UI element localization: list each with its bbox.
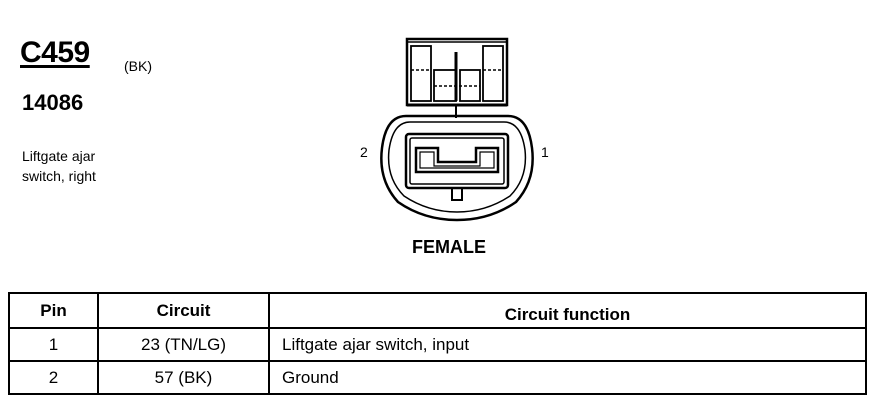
terminal-cavity	[404, 132, 510, 201]
row-circuit: 57 (BK)	[97, 360, 270, 395]
row-pin: 1	[8, 327, 99, 362]
header-function: Circuit function	[268, 292, 867, 329]
connector-color-code: (BK)	[124, 58, 152, 74]
pin-table: Pin Circuit Circuit function 1 23 (TN/LG…	[8, 292, 867, 395]
table-header-row: Pin Circuit Circuit function	[8, 292, 867, 329]
table-row: 2 57 (BK) Ground	[8, 360, 867, 395]
row-circuit: 23 (TN/LG)	[97, 327, 270, 362]
connector-id: C459	[20, 36, 90, 69]
header-pin: Pin	[8, 292, 99, 329]
connector-shell-inner	[387, 121, 527, 213]
connector-diagram	[380, 37, 534, 222]
table-row: 1 23 (TN/LG) Liftgate ajar switch, input	[8, 327, 867, 362]
description-line-2: switch, right	[22, 168, 96, 184]
pin-2-label: 2	[360, 144, 368, 160]
connector-latch-housing	[405, 37, 509, 118]
connector-description: Liftgate ajar switch, right	[22, 146, 162, 186]
row-function: Liftgate ajar switch, input	[268, 327, 867, 362]
description-line-1: Liftgate ajar	[22, 148, 96, 164]
connector-shell-outer	[380, 114, 534, 222]
header-circuit: Circuit	[97, 292, 270, 329]
row-function: Ground	[268, 360, 867, 395]
gender-label: FEMALE	[412, 237, 486, 257]
part-number: 14086	[22, 90, 84, 115]
row-pin: 2	[8, 360, 99, 395]
pin-1-label: 1	[541, 144, 549, 160]
